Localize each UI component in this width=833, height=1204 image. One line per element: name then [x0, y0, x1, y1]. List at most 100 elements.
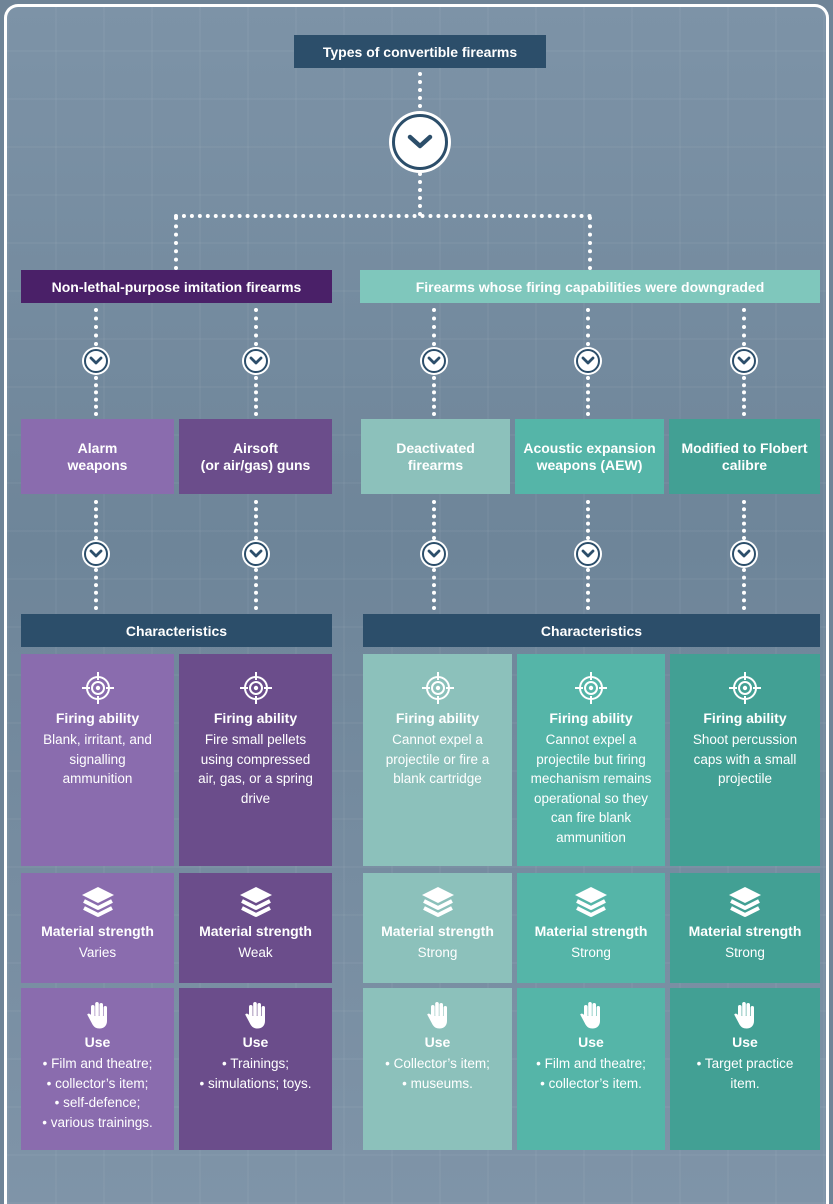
expand-circle	[422, 542, 446, 566]
material-label: Material strength	[688, 923, 802, 939]
hand-icon	[580, 1002, 600, 1029]
group-header-downgraded: Firearms whose firing capabilities were …	[360, 270, 820, 303]
expand-circle	[244, 349, 268, 373]
connector	[254, 500, 258, 540]
expand-circle	[84, 349, 108, 373]
type-flobert: Modified to Flobert calibre	[669, 419, 820, 494]
characteristics-header-left: Characteristics	[21, 614, 332, 647]
firing-value: Cannot expel a projectile or fire a blan…	[385, 732, 490, 786]
firing-label: Firing ability	[703, 710, 787, 726]
hand-icon-wrap	[243, 1000, 269, 1030]
type-aew: Acoustic expansion weapons (AEW)	[515, 419, 664, 494]
target-icon	[729, 672, 761, 704]
layers-icon-wrap	[727, 885, 763, 919]
type-label: Modified to Flobert calibre	[681, 439, 808, 473]
main-expand-circle	[392, 114, 448, 170]
connector	[432, 376, 436, 416]
connector	[432, 500, 436, 540]
chevron-down-icon	[249, 549, 263, 558]
material-value: Strong	[725, 945, 765, 960]
layers-icon-wrap	[573, 885, 609, 919]
connector	[588, 216, 592, 270]
use-value: • Film and theatre; • collector’s item; …	[42, 1056, 153, 1130]
layers-icon	[81, 887, 114, 917]
layers-icon	[239, 887, 272, 917]
chevron-down-icon	[581, 356, 595, 365]
use-value: • Collector’s item; • museums.	[385, 1056, 490, 1091]
hand-icon-wrap	[85, 1000, 111, 1030]
material-value: Weak	[238, 945, 273, 960]
connector	[586, 308, 590, 346]
hand-icon-wrap	[425, 1000, 451, 1030]
hand-icon	[734, 1002, 754, 1029]
connector	[586, 568, 590, 610]
type-alarm-weapons: Alarm weapons	[21, 419, 174, 494]
type-label: Airsoft (or air/gas) guns	[200, 439, 311, 473]
target-icon	[81, 672, 114, 704]
connector	[432, 568, 436, 610]
expand-circle	[422, 349, 446, 373]
firing-label: Firing ability	[549, 710, 633, 726]
expand-circle	[84, 542, 108, 566]
type-deactivated-firearms: Deactivated firearms	[361, 419, 510, 494]
connector	[418, 72, 422, 116]
target-icon-wrap	[238, 670, 274, 706]
firing-value: Blank, irritant, and signalling ammuniti…	[43, 732, 152, 786]
use-value: • Film and theatre; • collector’s item.	[536, 1056, 646, 1091]
expand-circle	[244, 542, 268, 566]
hand-icon-wrap	[578, 1000, 604, 1030]
firing-label: Firing ability	[395, 710, 480, 726]
chevron-down-icon	[427, 549, 441, 558]
material-value: Strong	[571, 945, 611, 960]
chevron-down-icon	[581, 549, 595, 558]
use-label: Use	[578, 1034, 604, 1050]
firing-value: Shoot percussion caps with a small proje…	[692, 732, 798, 786]
use-cell: Use• Target practice item.	[670, 988, 820, 1150]
target-icon	[239, 672, 272, 704]
use-label: Use	[242, 1034, 269, 1050]
use-label: Use	[424, 1034, 451, 1050]
connector	[742, 568, 746, 610]
target-icon-wrap	[727, 670, 763, 706]
expand-circle	[576, 542, 600, 566]
connector	[254, 568, 258, 610]
layers-icon	[729, 887, 761, 917]
use-cell: Use • Trainings; • simulations; toys.	[179, 988, 332, 1150]
use-cell: Use • Film and theatre; • collector’s ite…	[517, 988, 665, 1150]
connector	[586, 500, 590, 540]
use-value: • Target practice item.	[696, 1056, 794, 1091]
expand-circle	[732, 542, 756, 566]
use-cell: Use• Film and theatre; • collector’s ite…	[21, 988, 174, 1150]
material-value: Varies	[78, 945, 117, 960]
use-value: • Trainings; • simulations; toys.	[199, 1056, 312, 1091]
firing-value: Fire small pellets using compressed air,…	[198, 732, 313, 806]
material-label: Material strength	[41, 923, 154, 939]
chevron-down-icon	[89, 549, 103, 558]
type-label: Alarm weapons	[67, 439, 128, 473]
connector	[742, 376, 746, 416]
layers-icon-wrap	[420, 885, 456, 919]
connector	[94, 308, 98, 346]
expand-circle	[576, 349, 600, 373]
chevron-down-icon	[407, 134, 433, 149]
material-label: Material strength	[534, 923, 648, 939]
connector	[742, 500, 746, 540]
type-label: Acoustic expansion weapons (AEW)	[523, 439, 656, 473]
layers-icon-wrap	[238, 885, 274, 919]
layers-icon	[421, 887, 454, 917]
hand-icon	[426, 1002, 447, 1029]
chevron-down-icon	[249, 356, 263, 365]
connector	[742, 308, 746, 346]
material-label: Material strength	[381, 923, 494, 939]
chevron-down-icon	[737, 356, 751, 365]
connector	[94, 568, 98, 610]
connector	[94, 500, 98, 540]
material-label: Material strength	[199, 923, 312, 939]
connector	[254, 376, 258, 416]
firing-label: Firing ability	[213, 710, 298, 726]
connector	[174, 216, 178, 270]
